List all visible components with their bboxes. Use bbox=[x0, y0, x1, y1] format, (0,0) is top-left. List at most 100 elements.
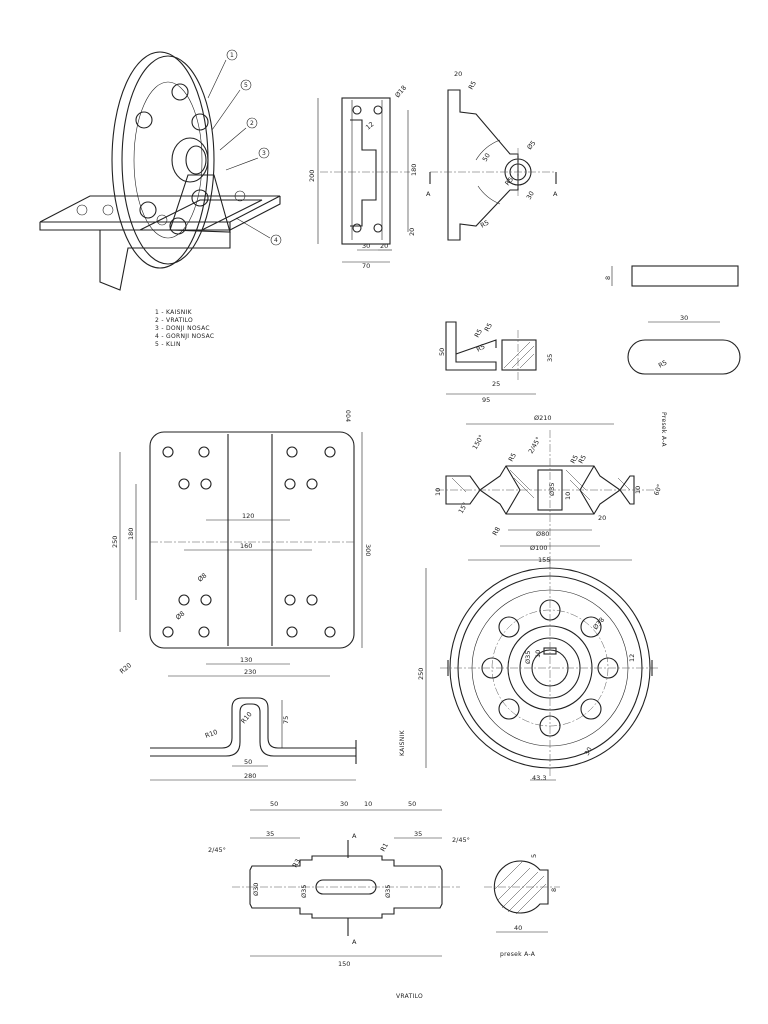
shaft-dim-chamfer-right: 2/45° bbox=[452, 836, 470, 844]
plate-dim-180: 180 bbox=[127, 528, 135, 540]
parts-legend: 1 - KAISNIK 2 - VRATILO 3 - DONJI NOSAC … bbox=[155, 309, 214, 348]
bottom-dim-280: 280 bbox=[244, 772, 256, 780]
shaft-dim-35-left: 35 bbox=[266, 830, 274, 838]
shaft-sect-dim-8: 8 bbox=[550, 888, 558, 892]
front-dim-10: 10 bbox=[534, 650, 542, 658]
pulley-dim-155: 155 bbox=[538, 556, 550, 564]
callout-4: 4 bbox=[274, 237, 278, 244]
key-dim-8: 8 bbox=[604, 276, 612, 280]
plate-dim-160: 160 bbox=[240, 542, 252, 550]
pulley-front-view: KAISNIK 250 Ø38 Ø35 10 12 43.3 30 bbox=[399, 558, 660, 782]
pulley-dim-15deg: 15° bbox=[457, 501, 470, 515]
section-arrow-left: A bbox=[426, 190, 431, 198]
bracket-side-view: 20 R5 R5 Ø5 50 30 R5 A A bbox=[426, 70, 558, 241]
sect-dim-r5-b: R5 bbox=[483, 322, 494, 333]
side-dim-50: 50 bbox=[481, 152, 492, 163]
side-dim-30: 30 bbox=[525, 190, 536, 201]
plate-dim-o8-a: Ø8 bbox=[196, 571, 208, 583]
shaft-dim-30: 30 bbox=[340, 800, 348, 808]
shaft-dim-150: 150 bbox=[338, 960, 350, 968]
section-arrow-right: A bbox=[553, 190, 558, 198]
side-dim-r5-bottom: R5 bbox=[479, 218, 490, 229]
legend-item-klin: 5 - KLIN bbox=[155, 341, 181, 348]
shaft-sect-dim-40: 40 bbox=[514, 924, 522, 932]
shaft-dim-chamfer-left: 2/45° bbox=[208, 846, 226, 854]
dim-30: 30 bbox=[362, 242, 370, 250]
plate-dim-120: 120 bbox=[242, 512, 254, 520]
legend-item-vratilo: 2 - VRATILO bbox=[155, 317, 193, 324]
sect-dim-r5-a: R5 bbox=[473, 328, 484, 339]
dim-20-bottom: 20 bbox=[380, 242, 388, 250]
sect-dim-25: 25 bbox=[492, 380, 500, 388]
front-dim-o35: Ø35 bbox=[524, 651, 532, 664]
pulley-section-view: Presek A-A Ø210 150° 2/45° R5 R5 R5 10 6… bbox=[434, 412, 667, 570]
pulley-dim-o100: Ø100 bbox=[530, 544, 548, 552]
legend-item-donji-nosac: 3 - DONJI NOSAC bbox=[155, 325, 210, 332]
pulley-dim-150deg: 150° bbox=[471, 433, 486, 451]
shaft-dim-r1: R1 bbox=[379, 842, 390, 853]
shaft-dim-o35-left: Ø35 bbox=[300, 885, 308, 898]
legend-item-kaisnik: 1 - KAISNIK bbox=[155, 309, 193, 316]
shaft-sect-dim-5: 5 bbox=[530, 854, 538, 858]
sect-dim-r5-c: R5 bbox=[475, 342, 486, 353]
sect-dim-95: 95 bbox=[482, 396, 490, 404]
dim-180: 180 bbox=[410, 164, 418, 176]
shaft-section-view: 5 40 8 presek A-A bbox=[484, 854, 560, 958]
bottom-dim-r10-b: R10 bbox=[204, 728, 219, 740]
pulley-front-label: KAISNIK bbox=[399, 729, 406, 756]
front-dim-43-3: 43.3 bbox=[532, 774, 546, 782]
plate-dim-300: 300 bbox=[364, 544, 372, 556]
dim-o18: Ø18 bbox=[393, 84, 408, 99]
bracket-section-view: 50 R5 R5 35 R5 25 95 bbox=[438, 321, 554, 404]
side-dim-o5: Ø5 bbox=[525, 139, 537, 151]
isometric-assembly: 1 5 2 3 4 bbox=[39, 49, 282, 291]
shaft-dim-r3: R3 bbox=[291, 858, 302, 869]
bracket-front-view: Ø18 12 200 180 20 30 20 70 bbox=[308, 84, 418, 270]
shaft-dim-50-left: 50 bbox=[270, 800, 278, 808]
bottom-bracket-view: R10 R10 75 50 280 bbox=[150, 697, 357, 781]
side-dim-r5-top: R5 bbox=[467, 80, 478, 91]
pulley-dim-o80: Ø80 bbox=[536, 530, 549, 538]
dim-200: 200 bbox=[308, 170, 316, 182]
sheet-title: VRATILO bbox=[396, 993, 423, 1000]
side-dim-20: 20 bbox=[454, 70, 462, 78]
front-dim-30: 30 bbox=[583, 746, 594, 757]
shaft-section-title: presek A-A bbox=[500, 951, 536, 958]
front-dim-o38: Ø38 bbox=[591, 616, 606, 631]
callout-1: 1 bbox=[230, 52, 234, 59]
pulley-dim-r5-b: R5 bbox=[577, 454, 588, 465]
shaft-section-a-bottom: A bbox=[352, 938, 357, 946]
sect-dim-50: 50 bbox=[438, 348, 446, 356]
shaft-dim-35-right: 35 bbox=[414, 830, 422, 838]
shaft-dim-10: 10 bbox=[364, 800, 372, 808]
shaft-dim-50-right: 50 bbox=[408, 800, 416, 808]
front-dim-250: 250 bbox=[417, 668, 425, 680]
bottom-dim-r10-a: R10 bbox=[239, 710, 253, 725]
bottom-dim-50: 50 bbox=[244, 758, 252, 766]
pulley-dim-chamfer: 2/45° bbox=[527, 436, 543, 455]
sect-dim-35: 35 bbox=[546, 354, 554, 362]
pulley-dim-o35: Ø35 bbox=[548, 483, 556, 496]
pulley-dim-r5-a: R5 bbox=[569, 454, 580, 465]
shaft-dim-o35-right: Ø35 bbox=[384, 885, 392, 898]
pulley-dim-10-hub: 10 bbox=[564, 492, 572, 500]
plate-dim-230: 230 bbox=[244, 668, 256, 676]
bottom-dim-75: 75 bbox=[282, 716, 290, 724]
pulley-dim-60deg: 60° bbox=[652, 483, 663, 497]
key-dim-r5: R5 bbox=[657, 358, 668, 369]
pulley-dim-r5-c: R5 bbox=[507, 452, 518, 463]
plate-dim-r20: R20 bbox=[118, 661, 133, 675]
dim-70: 70 bbox=[362, 262, 370, 270]
callout-5: 5 bbox=[244, 82, 248, 89]
pulley-dim-10-left: 10 bbox=[434, 488, 442, 496]
dim-12: 12 bbox=[364, 120, 375, 131]
page-number: 004 bbox=[344, 410, 351, 422]
plate-dim-o8-b: Ø8 bbox=[174, 609, 186, 621]
pulley-dim-o210: Ø210 bbox=[534, 414, 552, 422]
base-plate-view: 250 180 120 160 300 Ø8 Ø8 130 230 R20 bbox=[111, 431, 372, 677]
callout-2: 2 bbox=[250, 120, 254, 127]
dim-20-right: 20 bbox=[408, 228, 416, 236]
front-dim-12: 12 bbox=[628, 654, 636, 662]
key-dim-30: 30 bbox=[680, 314, 688, 322]
